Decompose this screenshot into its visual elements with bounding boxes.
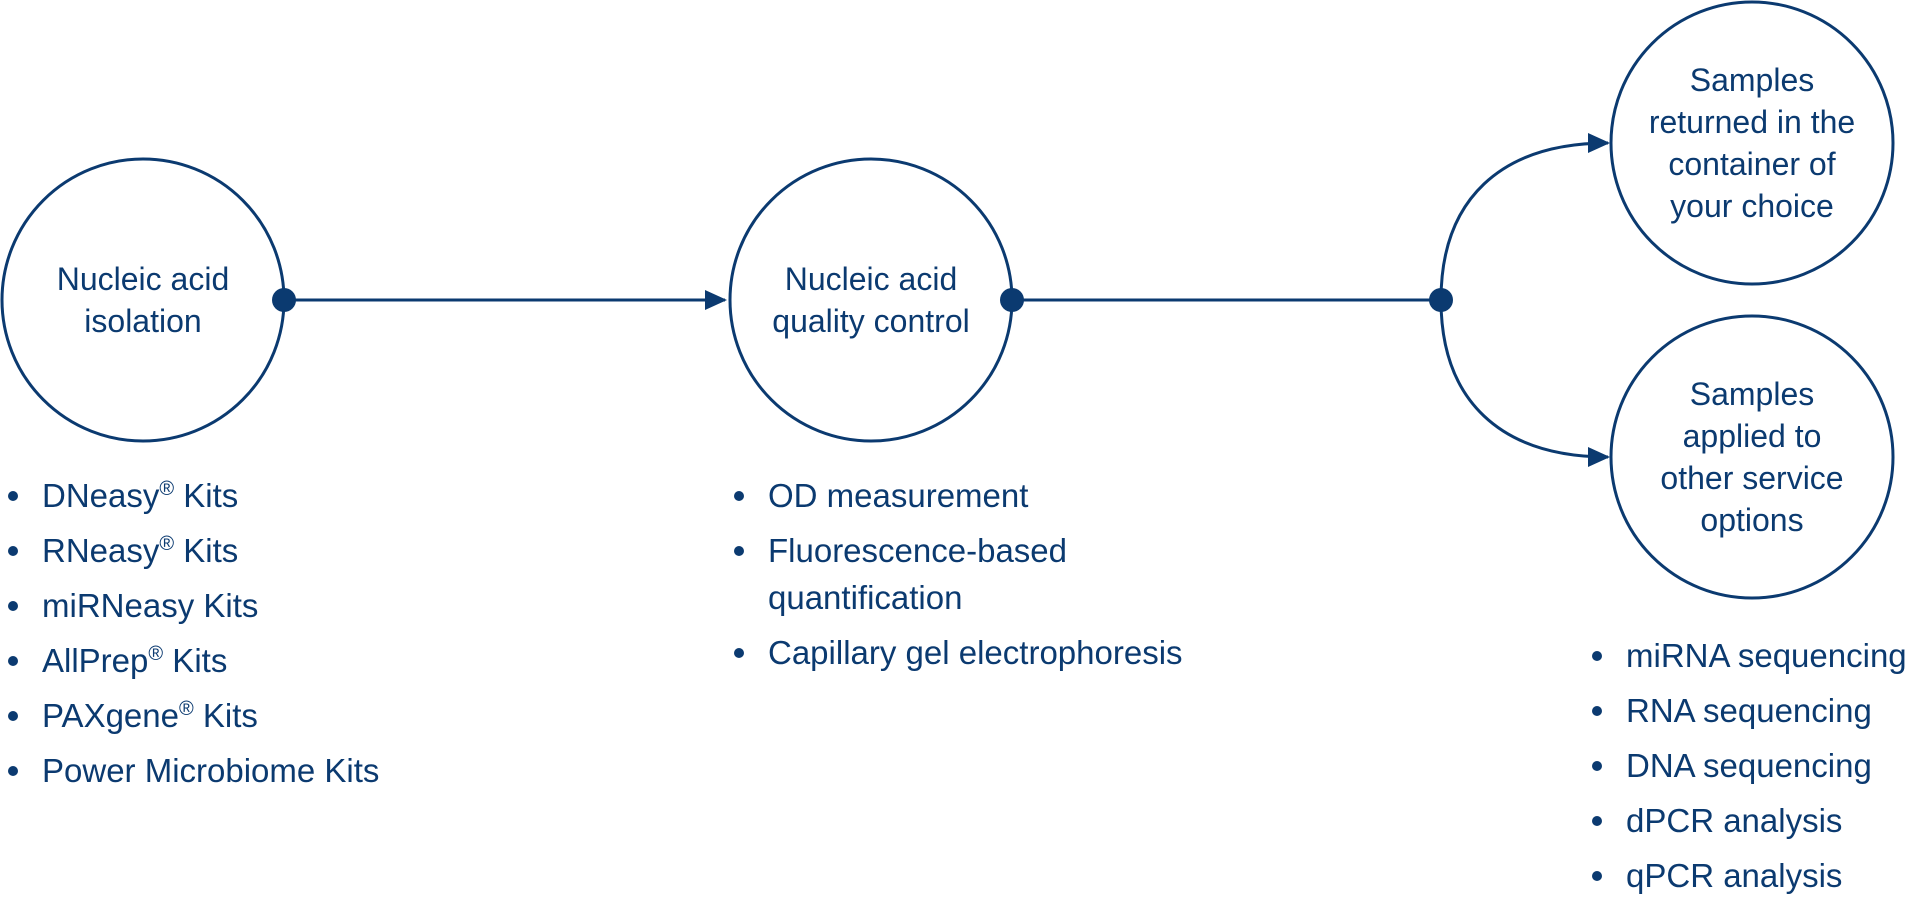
list-item: miRNeasy Kits (4, 582, 379, 629)
quality-control-list: OD measurement Fluorescence-based quanti… (730, 472, 1183, 684)
service-options-list: miRNA sequencing RNA sequencing DNA sequ… (1588, 632, 1907, 907)
branch-connector-dot (1429, 288, 1453, 312)
qc-connector-dot (1000, 288, 1024, 312)
applied-circle (1609, 314, 1895, 600)
isolation-kit-list: DNeasy® Kits RNeasy® Kits miRNeasy Kits … (4, 472, 379, 802)
list-item: DNeasy® Kits (4, 472, 379, 519)
list-item: RNA sequencing (1588, 687, 1907, 734)
list-item: Capillary gel electrophoresis (730, 629, 1183, 676)
list-item: miRNA sequencing (1588, 632, 1907, 679)
applied-label: Samples applied to other service options (1660, 376, 1844, 538)
list-item: RNeasy® Kits (4, 527, 379, 574)
list-item: PAXgene® Kits (4, 692, 379, 739)
list-item: DNA sequencing (1588, 742, 1907, 789)
list-item: AllPrep® Kits (4, 637, 379, 684)
branch-to-returned-arrow (1439, 133, 1610, 301)
list-item: Fluorescence-based quantification (730, 527, 1183, 621)
returned-label: Samples returned in the container of you… (1648, 62, 1856, 224)
quality-control-label: Nucleic acid quality control (772, 261, 970, 339)
isolation-connector-dot (272, 288, 296, 312)
list-item: OD measurement (730, 472, 1183, 519)
list-item: dPCR analysis (1588, 797, 1907, 844)
list-item: qPCR analysis (1588, 852, 1907, 899)
branch-to-applied-arrow (1439, 299, 1610, 467)
isolation-label: Nucleic acid isolation (56, 261, 230, 339)
returned-circle (1609, 0, 1895, 286)
list-item: Power Microbiome Kits (4, 747, 379, 794)
